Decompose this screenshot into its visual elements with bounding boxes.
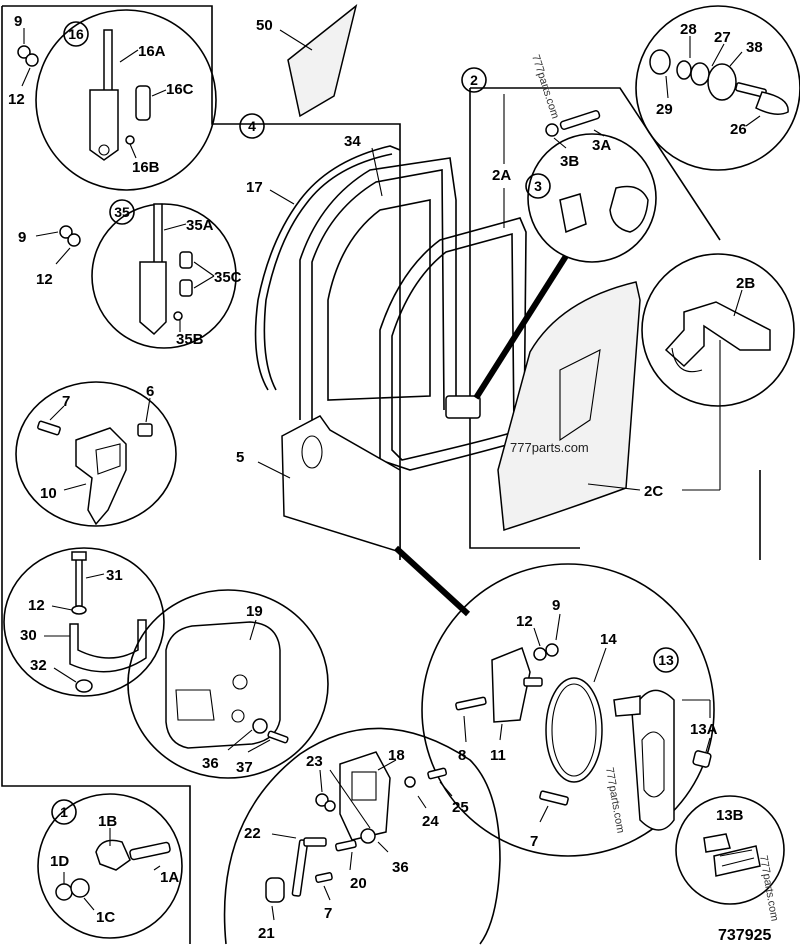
label-6: 6 — [146, 383, 154, 400]
reference-number: 737925 — [718, 927, 771, 944]
label-16B: 16B — [132, 159, 160, 176]
detail-3: 3 3A 3B — [473, 110, 657, 400]
bolt-31 — [75, 557, 83, 607]
label-18: 18 — [388, 747, 405, 764]
watermark-key: 777parts.com — [757, 854, 780, 922]
callout-13: 13 — [658, 652, 674, 668]
glass-50: 50 — [256, 4, 358, 118]
screw-16b — [125, 135, 135, 145]
nut-washer-top: 9 12 — [8, 13, 39, 108]
nut-washer-mid: 9 12 — [18, 225, 81, 288]
callout-3: 3 — [534, 178, 542, 194]
label-9-lock: 9 — [552, 597, 560, 614]
label-36-linkage: 36 — [392, 859, 409, 876]
label-5: 5 — [236, 449, 244, 466]
detail-pin-26: 28 27 38 29 26 — [635, 5, 800, 171]
label-9-top: 9 — [14, 13, 22, 30]
label-17: 17 — [246, 179, 263, 196]
label-2B: 2B — [736, 275, 755, 292]
label-37: 37 — [236, 759, 253, 776]
detail-cover-19: 19 36 37 — [127, 589, 329, 779]
bushing-16c — [135, 85, 151, 121]
door-frames: 34 17 — [246, 133, 527, 471]
catch-10 — [75, 427, 127, 526]
label-13A: 13A — [690, 721, 718, 738]
hinge-pin-35a — [153, 203, 163, 271]
label-34: 34 — [344, 133, 361, 150]
label-1B: 1B — [98, 813, 117, 830]
callout-1: 1 — [60, 804, 68, 820]
label-2A: 2A — [492, 167, 511, 184]
detail-catch: 7 6 10 — [15, 381, 177, 527]
watermark-middle: 777parts.com — [510, 440, 589, 455]
label-2C: 2C — [644, 483, 663, 500]
label-3B: 3B — [560, 153, 579, 170]
label-12-bracket: 12 — [28, 597, 45, 614]
detail-1: 1 1B 1D 1A 1C — [37, 793, 183, 939]
label-9-mid: 9 — [18, 229, 26, 246]
door-panel-5: 5 — [236, 415, 401, 554]
label-13B: 13B — [716, 807, 744, 824]
label-7-linkage: 7 — [324, 905, 332, 922]
label-14: 14 — [600, 631, 617, 648]
label-10: 10 — [40, 485, 57, 502]
detail-16: 16 16A 16C 16B — [35, 9, 217, 191]
watermark-lock: 777parts.com — [603, 766, 626, 834]
callout-2: 2 — [470, 72, 478, 88]
plug-32 — [75, 679, 93, 693]
callout-4: 4 — [248, 118, 256, 134]
label-26: 26 — [730, 121, 747, 138]
label-31: 31 — [106, 567, 123, 584]
detail-linkage: 18 23 22 36 24 25 20 7 21 — [223, 727, 501, 945]
label-3A: 3A — [592, 137, 611, 154]
label-12-mid: 12 — [36, 271, 53, 288]
label-35C: 35C — [214, 269, 242, 286]
callout-4-group: 4 — [239, 113, 265, 139]
watermark-top: 777parts.com — [529, 53, 561, 120]
label-16C: 16C — [166, 81, 194, 98]
bracket-30 — [69, 619, 147, 673]
label-22: 22 — [244, 825, 261, 842]
label-20: 20 — [350, 875, 367, 892]
label-11: 11 — [490, 747, 506, 764]
label-21: 21 — [258, 925, 275, 942]
label-23: 23 — [306, 753, 323, 770]
label-35B: 35B — [176, 331, 204, 348]
label-28: 28 — [680, 21, 697, 38]
cover-19 — [165, 621, 281, 749]
hinge-bracket-16 — [89, 89, 119, 161]
pointer-lock — [393, 545, 471, 617]
label-24: 24 — [422, 813, 439, 830]
glass-2c: 2C — [497, 281, 721, 531]
hinge-bracket-35 — [139, 261, 167, 336]
label-27: 27 — [714, 29, 731, 46]
label-30: 30 — [20, 627, 37, 644]
label-12-lock: 12 — [516, 613, 533, 630]
label-32: 32 — [30, 657, 47, 674]
label-1D: 1D — [50, 853, 69, 870]
label-7-catch: 7 — [62, 393, 70, 410]
label-50: 50 — [256, 17, 273, 34]
label-29: 29 — [656, 101, 673, 118]
label-38: 38 — [746, 39, 763, 56]
label-25: 25 — [452, 799, 469, 816]
label-12-top: 12 — [8, 91, 25, 108]
callout-2-group: 2 2A — [461, 67, 511, 228]
callout-35: 35 — [114, 204, 130, 220]
detail-13b: 13B — [675, 795, 785, 905]
detail-bracket-30: 31 12 30 32 — [3, 547, 165, 697]
label-1C: 1C — [96, 909, 115, 926]
label-36-cover: 36 — [202, 755, 219, 772]
hinge-pin-16a — [103, 29, 113, 99]
label-1A: 1A — [160, 869, 179, 886]
label-35A: 35A — [186, 217, 214, 234]
label-19: 19 — [246, 603, 263, 620]
label-16A: 16A — [138, 43, 166, 60]
detail-35: 35 35A 35C 35B — [91, 199, 242, 349]
detail-2b: 2B — [641, 253, 795, 407]
label-7-lock: 7 — [530, 833, 538, 850]
detail-lock: 12 9 8 11 14 13 13A 7 — [421, 563, 718, 857]
callout-16: 16 — [68, 26, 84, 42]
